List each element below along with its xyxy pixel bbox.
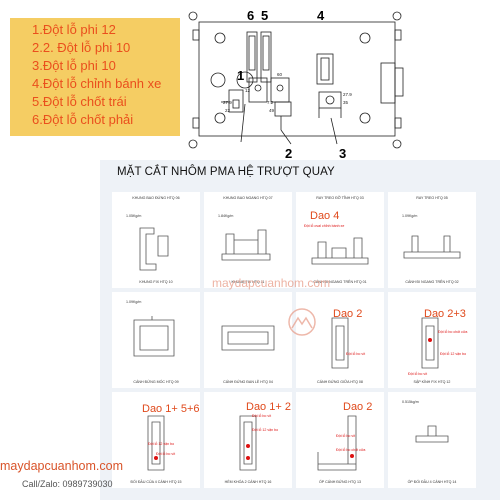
profile-drawing [311, 237, 369, 265]
profile-cell: Đột lỗ bo chốt cửa Đột lỗ 12 vặn bo Đột … [388, 292, 476, 388]
profile-cell: Đột lỗ bo vít Đột lỗ bo chốt cửa ỐP CÁNH… [296, 392, 384, 488]
hole-list-item: 2.2. Đột lỗ phi 10 [32, 40, 131, 55]
profile-cell: Đột lỗ bo vít Đột lỗ 12 vặn bo HÈM KHÓA … [204, 392, 292, 488]
profile-drawing [415, 425, 449, 443]
hole-list-item: 3.Đột lỗ phi 10 [32, 58, 116, 73]
contact-text: Call/Zalo: 0989739030 [22, 479, 113, 489]
callout-6: 6 [247, 8, 254, 23]
callout-3: 3 [339, 146, 346, 158]
dim-label: 12 [245, 88, 251, 93]
dim-label: 60 [277, 72, 283, 77]
punch-note: Đột lỗ bo vít [252, 414, 272, 418]
profile-drawing [403, 235, 461, 259]
profile-cell: CÁNH ĐỨNG ĐAN LỀ HTQ 04 [204, 292, 292, 388]
punch-note: Đột lỗ bo vít [408, 372, 428, 376]
punch-note: Đột lỗ 12 vặn bo [148, 442, 175, 446]
profile-drawing [147, 415, 165, 471]
profile-drawing [133, 316, 175, 357]
profile-grid: KHUNG BAO ĐỨNG HTQ 06 1.05Kg/m KHUNG FIX… [110, 190, 478, 490]
profile-drawing [139, 227, 169, 271]
profile-cell: 0.515kg/m ỐP ĐỐI ĐẦU 4 CÁNH HTQ 14 [388, 392, 476, 488]
punch-note: Đột lỗ bo vít [346, 352, 366, 356]
callout-4: 4 [317, 8, 325, 23]
dao-label: Dao 2 [333, 308, 363, 320]
punch-note: Đột lỗ bo vít [336, 434, 356, 438]
dim-label: 7.2 [267, 100, 274, 105]
profile-drawing [317, 415, 357, 471]
hole-list-item: 6.Đột lỗ chốt phải [32, 112, 134, 127]
profile-drawing [221, 229, 271, 261]
dim-label: 35 [343, 100, 349, 105]
dim-label: 22 [225, 108, 231, 113]
hole-list: 1.Đột lỗ phi 12 2.2. Đột lỗ phi 10 3.Đột… [10, 18, 180, 136]
profile-drawing [421, 317, 439, 369]
profile-cell: Đột lỗ bo vít CÁNH ĐỨNG GIỮA HTQ 08 [296, 292, 384, 388]
punch-note: Đột lỗ bo chốt cửa [438, 330, 468, 334]
dim-label: 27.9 [223, 100, 232, 105]
profile-drawing [221, 325, 275, 351]
hole-list-item: 5.Đột lỗ chốt trái [32, 94, 127, 109]
dao-label: Dao 2+3 [424, 308, 466, 320]
dao-label: Dao 4 [310, 210, 340, 222]
profile-cell: Đột lỗ 12 vặn bo Đột lỗ bo vít ĐỐI ĐẦU C… [112, 392, 200, 488]
hole-list-item: 1.Đột lỗ phi 12 [32, 22, 116, 37]
watermark-text: maydapcuanhom.com [212, 276, 331, 290]
punch-note: Đột lỗ 12 vặn bo [440, 352, 467, 356]
callout-5: 5 [261, 8, 268, 23]
dao-label: Dao 1+ 2 [246, 401, 291, 413]
dim-label: 27.9 [343, 92, 352, 97]
punch-note: Đột lỗ bo chốt cửa [336, 448, 366, 452]
watermark-logo-icon [288, 308, 316, 336]
profile-drawing [331, 317, 349, 369]
profile-cell: RAY TREO ĐỠ TĨNH HTQ 03 Đột lỗ oval chỉn… [296, 192, 384, 288]
profile-cell: KHUNG BAO ĐỨNG HTQ 06 1.05Kg/m KHUNG FIX… [112, 192, 200, 288]
profile-cell: 1.09Kg/m CÁNH ĐỨNG MÓC HTQ 09 [112, 292, 200, 388]
profile-cell: RAY TREO HTQ 05 1.09Kg/m CÁNH ĐI NGANG T… [388, 192, 476, 288]
hole-list-item: 4.Đột lỗ chỉnh bánh xe [32, 76, 162, 91]
callout-1: 1 [237, 68, 244, 83]
dao-label: Dao 1+ 5+6 [142, 403, 200, 415]
profile-drawing [239, 415, 257, 471]
punch-note: Đột lỗ bo vít [156, 452, 176, 456]
punch-note: Đột lỗ oval chỉnh bánh xe [304, 224, 345, 228]
dao-label: Dao 2 [343, 401, 373, 413]
punch-machine-drawing: 6 5 4 1 2 3 27.9 22 12 7.2 60 49 27.9 35 [188, 8, 404, 158]
dim-label: 49 [269, 108, 275, 113]
punch-note: Đột lỗ 12 vặn bo [252, 428, 279, 432]
catalog-title: MẶT CẮT NHÔM PMA HỆ TRƯỢT QUAY [117, 166, 335, 178]
profile-cell: KHUNG BAO NGANG HTQ 07 1.84Kg/m KHUNG FI… [204, 192, 292, 288]
website-text: maydapcuanhom.com [0, 459, 123, 473]
callout-2: 2 [285, 146, 292, 158]
